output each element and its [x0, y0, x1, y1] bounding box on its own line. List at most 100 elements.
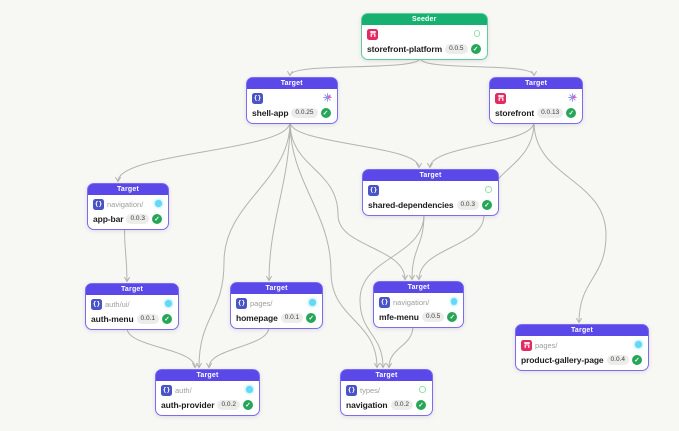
module-path-prefix: auth/ui/ — [105, 299, 130, 309]
module-path-prefix: navigation/ — [107, 199, 144, 209]
storefront-icon — [367, 28, 378, 40]
edge-storefront-to-product-gallery-page — [533, 121, 607, 324]
version-badge: 0.0.1 — [280, 312, 304, 323]
module-path-prefix: pages/ — [535, 340, 558, 350]
node-type-header: Target — [341, 370, 432, 381]
module-icon: {} — [346, 384, 357, 396]
edge-storefront-platform-to-shell-app — [286, 57, 421, 77]
status-dot-icon — [154, 199, 163, 208]
node-type-header: Target — [516, 325, 649, 336]
success-check-icon: ✓ — [242, 399, 253, 410]
edge-app-bar-to-auth-menu — [123, 227, 131, 283]
module-icon: {} — [161, 384, 172, 396]
module-name: auth-menu — [91, 313, 134, 324]
status-ring-icon — [473, 29, 482, 38]
success-check-icon: ✓ — [415, 399, 426, 410]
edge-shell-app-to-shared-dependencies — [289, 121, 423, 169]
module-name: product-gallery-page — [521, 354, 604, 365]
module-name: app-bar — [93, 213, 124, 224]
module-icon: {} — [252, 92, 263, 104]
module-name: shared-dependencies — [368, 199, 454, 210]
status-dot-icon — [449, 297, 458, 306]
edge-shared-dependencies-to-mfe-menu — [408, 213, 425, 281]
module-name: storefront-platform — [367, 43, 443, 54]
node-app-bar[interactable]: Target {} navigation/ app-bar 0.0.3 ✓ — [87, 183, 169, 230]
success-check-icon: ✓ — [447, 311, 458, 322]
edge-shell-app-to-homepage — [265, 121, 291, 282]
node-mfe-menu[interactable]: Target {} navigation/ mfe-menu 0.0.5 ✓ — [373, 281, 465, 328]
module-name: storefront — [495, 107, 535, 118]
version-badge: 0.0.3 — [456, 199, 479, 210]
module-path-prefix: navigation/ — [393, 297, 430, 307]
node-auth-menu[interactable]: Target {} auth/ui/ auth-menu 0.0.1 ✓ — [85, 283, 180, 330]
node-type-header: Seeder — [362, 14, 487, 25]
node-storefront-platform[interactable]: Seeder storefront-platform 0.0.5 ✓ — [361, 13, 488, 60]
module-path-prefix: pages/ — [250, 298, 273, 308]
node-type-header: Target — [156, 370, 259, 381]
success-check-icon: ✓ — [162, 313, 173, 324]
version-badge: 0.0.5 — [445, 43, 468, 54]
storefront-icon — [521, 339, 532, 351]
version-badge: 0.0.5 — [421, 311, 445, 322]
edge-storefront-to-shared-dependencies — [426, 121, 535, 169]
status-ring-icon — [418, 385, 427, 394]
node-type-header: Target — [363, 170, 498, 181]
node-auth-provider[interactable]: Target {} auth/ auth-provider 0.0.2 ✓ — [155, 369, 260, 416]
module-icon: {} — [236, 297, 247, 309]
version-badge: 0.0.4 — [606, 354, 630, 365]
success-check-icon: ✓ — [566, 107, 577, 118]
version-badge: 0.0.2 — [217, 399, 240, 410]
node-type-header: Target — [86, 284, 179, 295]
version-badge: 0.0.3 — [126, 213, 149, 224]
node-shared-dependencies[interactable]: Target {} shared-dependencies 0.0.3 ✓ — [362, 169, 499, 216]
status-ring-icon — [484, 185, 493, 194]
node-homepage[interactable]: Target {} pages/ homepage 0.0.1 ✓ — [230, 282, 324, 329]
edge-mfe-menu-to-navigation — [385, 325, 414, 369]
federation-sparkle-icon — [568, 93, 577, 102]
status-dot-icon — [164, 299, 173, 308]
edge-homepage-to-auth-provider — [205, 326, 270, 369]
node-navigation[interactable]: Target {} types/ navigation 0.0.2 ✓ — [340, 369, 433, 416]
node-product-gallery-page[interactable]: Target pages/ product-gallery-page 0.0.4… — [515, 324, 650, 371]
node-type-header: Target — [490, 78, 583, 89]
module-icon: {} — [368, 184, 379, 196]
success-check-icon: ✓ — [632, 354, 643, 365]
node-type-header: Target — [231, 283, 323, 294]
status-dot-icon — [245, 385, 254, 394]
module-name: auth-provider — [161, 399, 215, 410]
edge-shell-app-to-auth-provider — [195, 121, 291, 369]
node-type-header: Target — [88, 184, 168, 195]
module-name: homepage — [236, 312, 278, 323]
module-name: mfe-menu — [379, 311, 419, 322]
module-path-prefix: auth/ — [175, 385, 192, 395]
federation-sparkle-icon — [322, 93, 332, 102]
edge-storefront-platform-to-storefront — [419, 57, 538, 77]
edge-shell-app-to-navigation — [289, 121, 381, 369]
edge-shell-app-to-mfe-menu — [289, 121, 409, 281]
node-shell-app[interactable]: Target {} shell-app 0.0.25 ✓ — [246, 77, 338, 124]
node-storefront[interactable]: Target storefront 0.0.13 ✓ — [489, 77, 584, 124]
success-check-icon: ✓ — [306, 312, 317, 323]
module-icon: {} — [91, 298, 102, 310]
storefront-icon — [495, 92, 506, 104]
success-check-icon: ✓ — [470, 43, 481, 54]
version-badge: 0.0.25 — [291, 107, 318, 118]
status-dot-icon — [308, 298, 317, 307]
version-badge: 0.0.13 — [537, 107, 564, 118]
module-icon: {} — [379, 296, 390, 308]
edge-shell-app-to-app-bar — [114, 121, 291, 183]
node-type-header: Target — [247, 78, 337, 89]
module-name: shell-app — [252, 107, 289, 118]
edge-shared-dependencies-to-navigation — [359, 213, 425, 369]
module-name: navigation — [346, 399, 388, 410]
success-check-icon: ✓ — [481, 199, 492, 210]
node-type-header: Target — [374, 282, 464, 293]
version-badge: 0.0.1 — [136, 313, 160, 324]
edge-auth-menu-to-auth-provider — [126, 327, 199, 369]
status-dot-icon — [634, 340, 643, 349]
success-check-icon: ✓ — [320, 107, 331, 118]
success-check-icon: ✓ — [151, 213, 162, 224]
module-icon: {} — [93, 198, 104, 210]
